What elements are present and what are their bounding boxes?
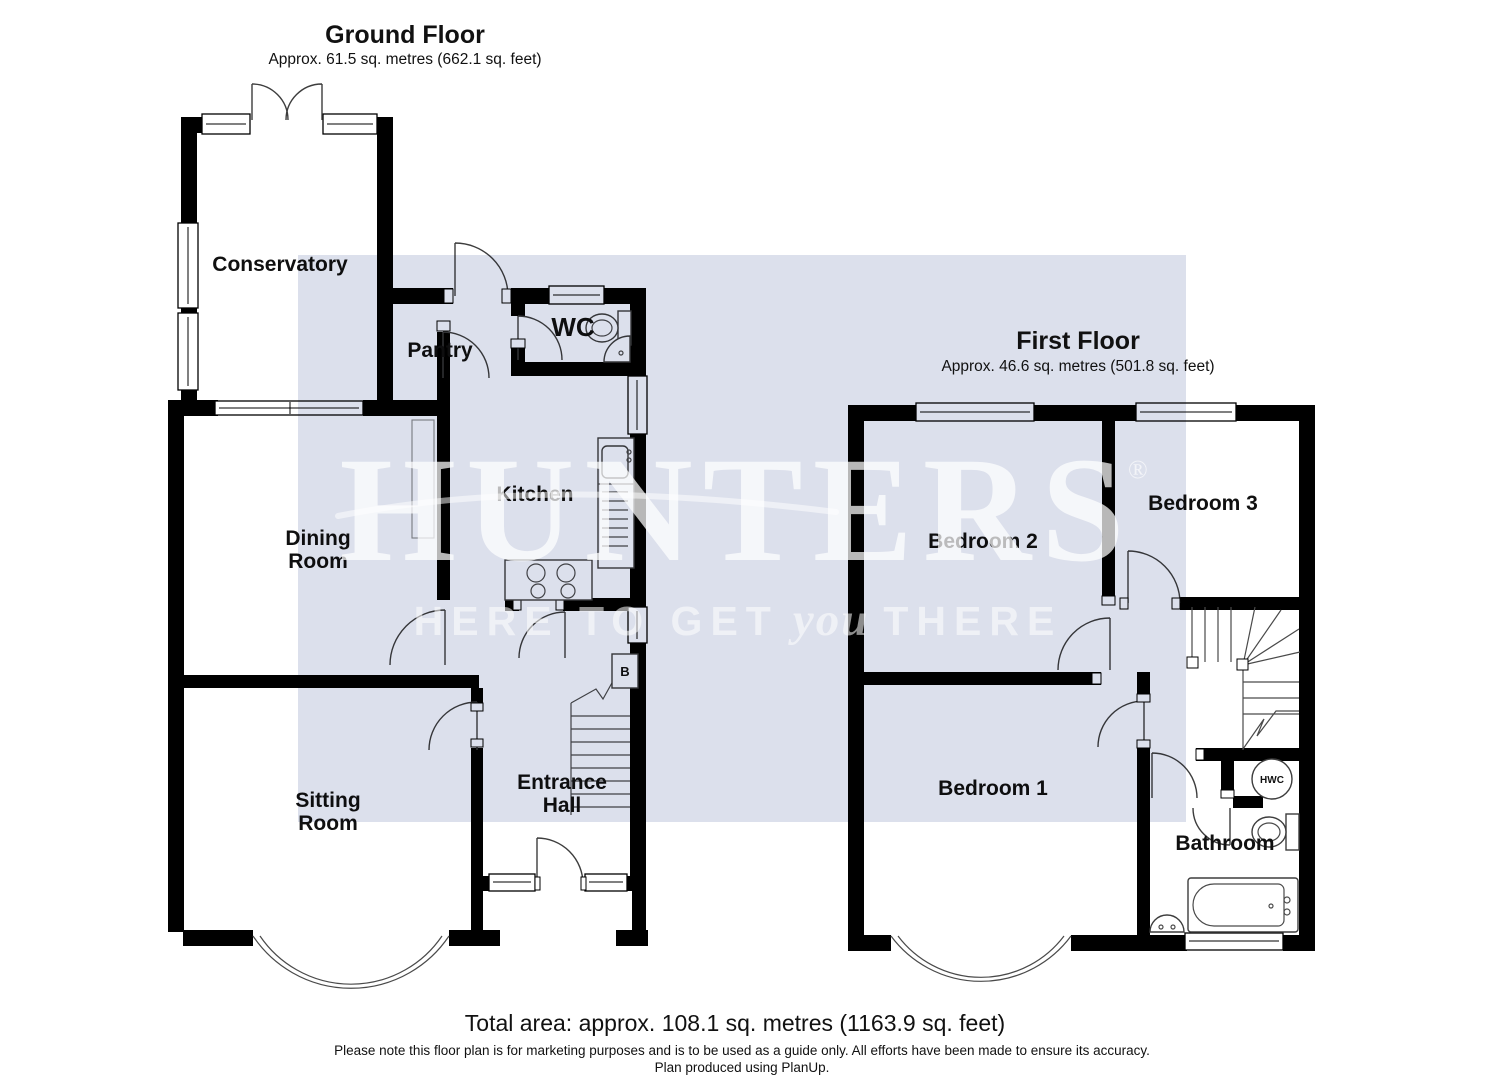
bathtub-icon — [1187, 877, 1299, 933]
watermark-brand: HUNTERS — [339, 427, 1134, 593]
room-label-bathroom: Bathroom — [1175, 832, 1274, 855]
hwc-label: HWC — [1260, 775, 1284, 786]
tagline-pre: HERE TO GET — [414, 598, 779, 644]
ground-floor-area: Approx. 61.5 sq. metres (662.1 sq. feet) — [268, 51, 541, 68]
window-icon — [177, 312, 199, 391]
window-icon — [322, 113, 378, 135]
registered-trademark-icon: ® — [1128, 455, 1148, 484]
tagline-emphasis: you — [788, 594, 870, 646]
window-icon — [201, 113, 251, 135]
french-door-icon — [285, 83, 323, 121]
produced-by-text: Plan produced using PlanUp. — [655, 1060, 830, 1075]
toilet-icon — [1251, 813, 1300, 851]
first-floor-title: First Floor — [1016, 327, 1140, 355]
hot-water-cylinder-icon: HWC — [1251, 758, 1293, 800]
ground-floor-title: Ground Floor — [325, 21, 485, 49]
window-icon — [584, 873, 628, 892]
window-icon — [1184, 932, 1284, 951]
watermark-overlay — [298, 255, 1186, 822]
stairs-icon — [1186, 606, 1301, 750]
watermark-swoosh-icon — [335, 491, 839, 519]
bay-window-icon — [890, 935, 1072, 982]
window-icon — [177, 222, 199, 309]
front-door-arc-icon — [536, 837, 584, 885]
first-floor-area: Approx. 46.6 sq. metres (501.8 sq. feet) — [941, 358, 1214, 375]
total-area-text: Total area: approx. 108.1 sq. metres (11… — [465, 1010, 1005, 1036]
door-arc-icon — [1192, 807, 1231, 846]
bay-window-icon — [252, 935, 450, 989]
disclaimer-text: Please note this floor plan is for marke… — [334, 1043, 1150, 1058]
window-icon — [488, 873, 536, 892]
french-door-icon — [251, 83, 289, 121]
tagline-post: THERE — [883, 598, 1062, 644]
basin-icon — [1149, 914, 1185, 933]
